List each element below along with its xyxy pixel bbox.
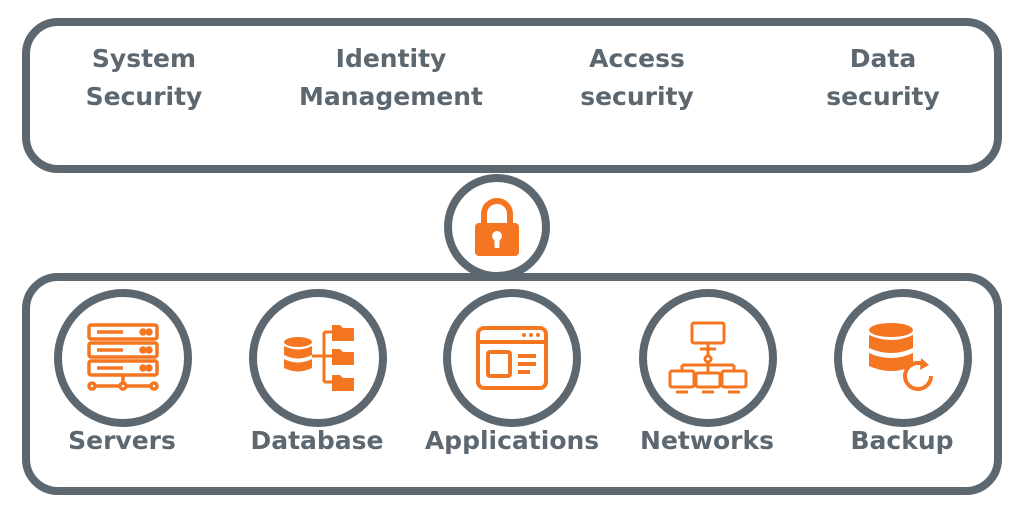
networks-circle xyxy=(639,289,777,427)
servers-icon xyxy=(87,323,159,391)
networks-icon xyxy=(668,321,748,394)
category-system-security: System Security xyxy=(85,44,203,111)
label-database: Database xyxy=(250,426,384,455)
lock-icon xyxy=(475,198,519,256)
category-data-security: Data security xyxy=(826,44,940,111)
label-networks: Networks xyxy=(640,426,774,455)
label-applications: Applications xyxy=(424,426,600,455)
applications-circle xyxy=(443,289,581,427)
servers-circle xyxy=(54,289,192,427)
security-categories-panel xyxy=(22,18,1002,173)
applications-icon xyxy=(476,326,548,390)
category-identity-management: Identity Management xyxy=(298,44,484,111)
database-icon xyxy=(284,325,354,391)
backup-icon xyxy=(869,323,933,391)
category-access-security: Access security xyxy=(580,44,694,111)
backup-circle xyxy=(834,289,972,427)
lock-circle xyxy=(444,174,550,280)
label-servers: Servers xyxy=(68,426,176,455)
database-circle xyxy=(249,289,387,427)
label-backup: Backup xyxy=(850,426,954,455)
